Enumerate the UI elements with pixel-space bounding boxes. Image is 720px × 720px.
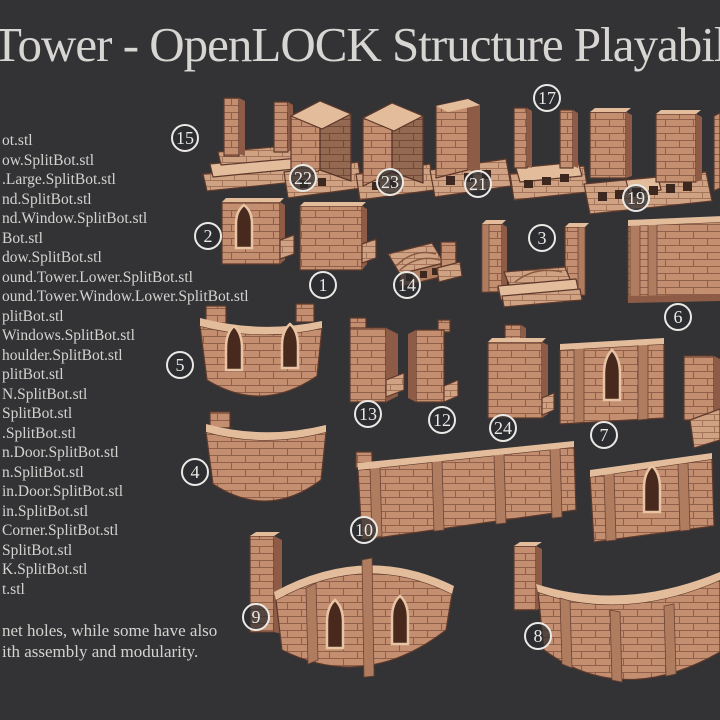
file-name: K.SplitBot.stl [2,561,88,578]
model-10 [355,441,577,541]
file-name: plitBot.stl [2,307,64,325]
file-name: SplitBot.stl [2,405,73,422]
file-name: .SplitBot.stl [2,424,77,442]
model-fragment-a [436,241,463,283]
model-1 [299,202,377,271]
model-24 [487,324,555,419]
footer-note: net holes, while some have also ith asse… [2,620,217,662]
badge-21: 21 [464,170,492,198]
badge-14: 14 [393,271,421,299]
page-title: Tower - OpenLOCK Structure Playabil [0,17,720,72]
model-23 [355,102,435,201]
badge-8: 8 [524,622,552,650]
file-name: dow.SplitBot.stl [2,249,102,266]
file-name: nd.SplitBot.stl [2,190,92,208]
model-6 [627,216,720,303]
file-name: ound.Tower.Window.Lower.SplitBot.stl [2,288,249,305]
badge-5: 5 [166,351,194,379]
model-2 [221,198,295,265]
badge-9: 9 [242,603,270,631]
badge-13: 13 [354,400,382,428]
model-8 [513,542,720,683]
badge-17: 17 [533,84,561,112]
badge-4: 4 [181,458,209,486]
model-9 [249,532,454,678]
file-name: .Large.SplitBot.stl [2,171,116,188]
badge-2: 2 [194,222,222,250]
file-name: Bot.stl [2,229,43,247]
badge-23: 23 [376,168,404,196]
footer-line: net holes, while some have also [2,621,218,640]
file-name: in.Door.SplitBot.stl [2,483,124,500]
file-name: houlder.SplitBot.stl [2,346,123,364]
badge-12: 12 [428,406,456,434]
file-name: Corner.SplitBot.stl [2,522,119,539]
badge-15: 15 [171,124,199,152]
file-name: t.stl [2,580,25,598]
model-wall-window-right [589,453,715,543]
file-name: ow.SplitBot.stl [2,151,95,169]
footer-line: ith assembly and modularity. [2,642,199,661]
badge-24: 24 [489,414,517,442]
file-name: SplitBot.stl [2,541,73,559]
badge-7: 7 [590,421,618,449]
badge-1: 1 [309,271,337,299]
model-17 [509,107,589,201]
file-name: n.SplitBot.stl [2,463,84,481]
file-name: n.Door.SplitBot.stl [2,444,119,461]
model-edge-mid [683,355,720,449]
file-name: in.SplitBot.stl [2,502,89,520]
model-3 [481,220,589,308]
model-12 [408,319,459,403]
file-name: nd.Window.SplitBot.stl [2,210,148,227]
model-4 [205,411,327,502]
file-name: Windows.SplitBot.stl [2,327,135,344]
model-13 [349,317,405,403]
badge-10: 10 [350,516,378,544]
model-edge-top [713,112,720,192]
file-name: ot.stl [2,132,33,149]
badge-19: 19 [622,184,650,212]
file-list: ot.stl ow.SplitBot.stl .Large.SplitBot.s… [2,131,249,599]
file-name: plitBot.stl [2,366,64,383]
badge-22: 22 [289,164,317,192]
badge-3: 3 [528,224,556,252]
model-7 [559,338,665,425]
file-name: N.SplitBot.stl [2,385,88,403]
file-name: ound.Tower.Lower.SplitBot.stl [2,268,193,286]
model-5 [199,303,323,397]
badge-6: 6 [664,303,692,331]
